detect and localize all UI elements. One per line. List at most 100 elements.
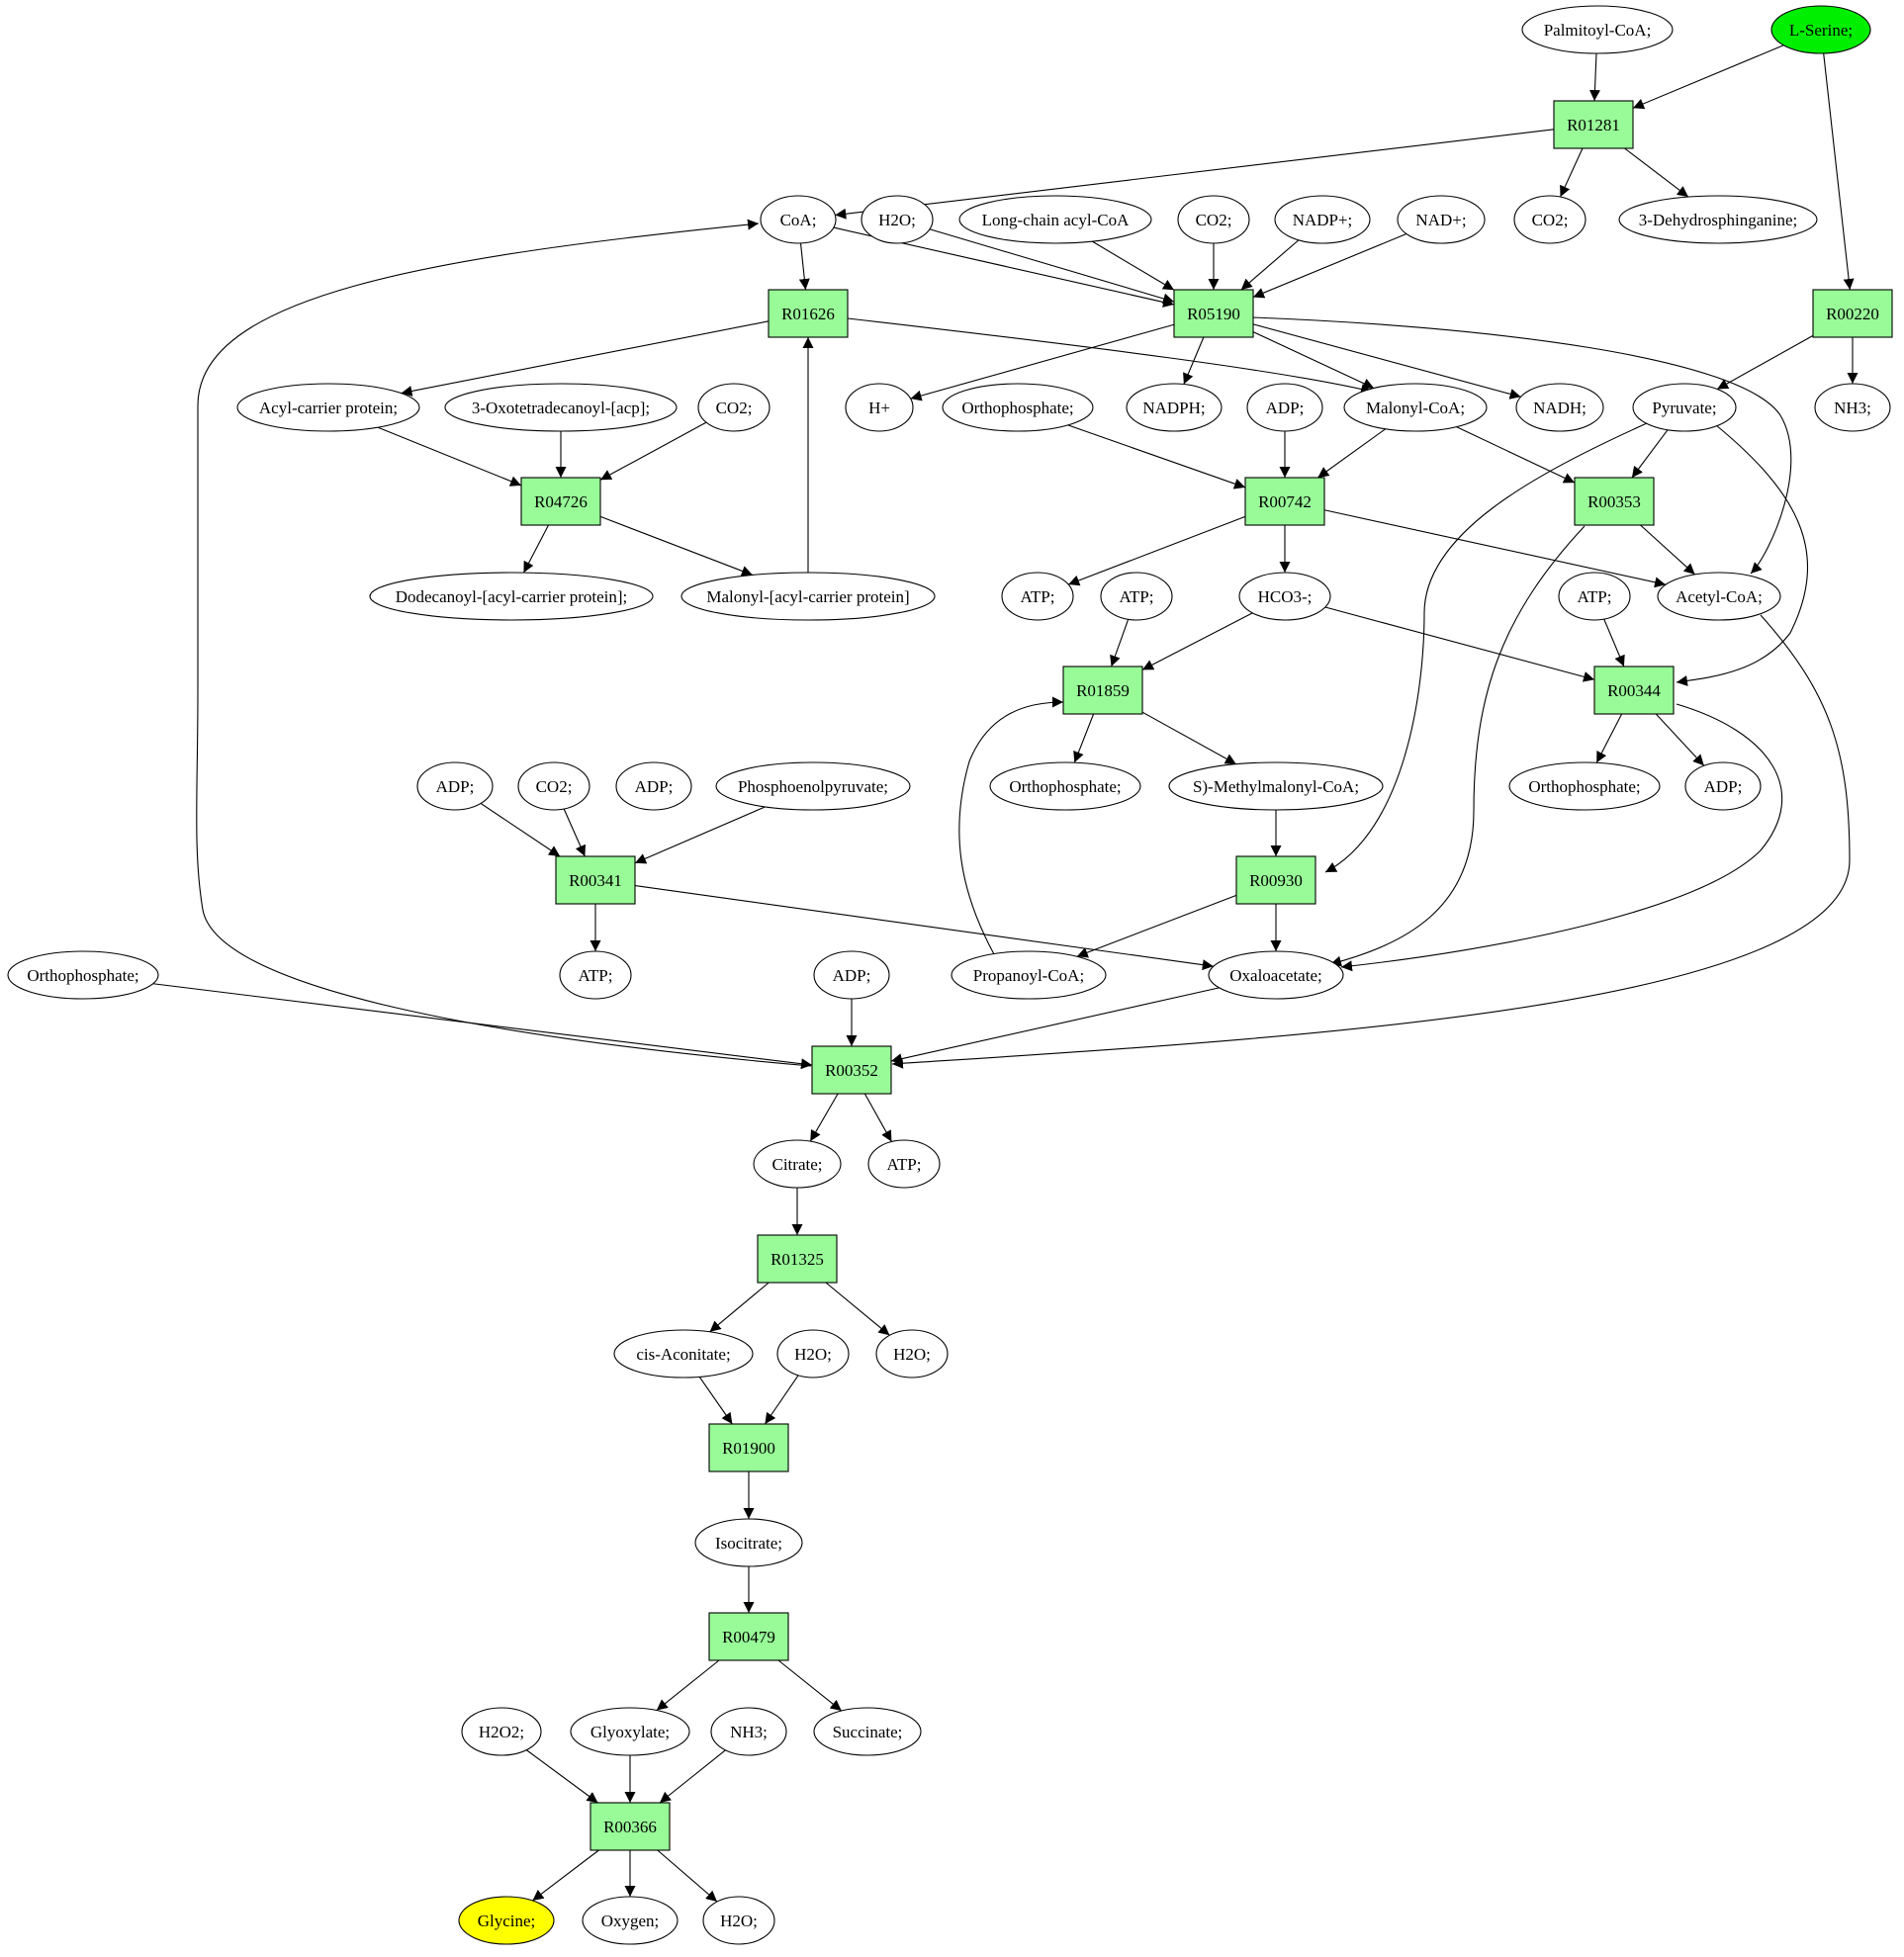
node-label: ADP; [635,777,674,796]
node-label: H2O2; [479,1723,524,1741]
node-lserine: L-Serine; [1770,5,1871,54]
edge-r04726-dodecanoyl [522,524,549,574]
node-orthophos_d: Orthophosphate; [7,950,159,1000]
metabolite-ellipse [1246,383,1323,432]
node-r05190: R05190 [1173,289,1254,338]
node-h2o_d: H2O; [702,1896,775,1945]
reaction-box [1812,289,1893,338]
node-r00220: R00220 [1812,289,1893,338]
edge-malonylcoa-r00353 [1456,426,1576,484]
node-r00742: R00742 [1244,477,1325,526]
node-glycine: Glycine; [458,1896,555,1945]
node-label: R00479 [722,1628,775,1646]
metabolite-ellipse [615,761,692,811]
node-label: ATP; [1578,587,1612,606]
node-label: Palmitoyl-CoA; [1544,21,1652,40]
node-nad: NAD+; [1397,195,1486,244]
node-label: Malonyl-[acyl-carrier protein] [706,587,909,606]
edge-nad-r05190 [1252,232,1407,299]
metabolite-ellipse [776,1329,850,1379]
node-h2o_b: H2O; [776,1329,850,1379]
reaction-box [757,1234,838,1284]
node-atp_d: ATP; [559,950,632,1000]
node-label: ATP; [887,1155,922,1174]
node-label: R00352 [825,1061,878,1080]
reaction-box [708,1423,789,1472]
node-r01281: R01281 [1553,100,1634,149]
node-nadph: NADPH; [1126,383,1223,432]
node-r00930: R00930 [1235,855,1316,905]
node-label: ADP; [436,777,475,796]
edge-r00479-succinate [777,1659,843,1712]
node-label: Acyl-carrier protein; [259,399,398,417]
edge-r01859-orthophos_b [1073,713,1095,763]
node-label: CoA; [780,211,817,229]
edge-hco3-r00344 [1324,606,1595,682]
node-label: L-Serine; [1789,21,1853,40]
edge-malonylcoa-r00742 [1317,428,1387,479]
node-label: Succinate; [833,1723,903,1741]
metabolite-ellipse [875,1329,949,1379]
node-label: CO2; [1196,211,1232,229]
metabolite-ellipse [710,1707,787,1756]
node-citrate: Citrate; [753,1139,842,1189]
node-r04726: R04726 [520,477,601,526]
edge-r05190-acetylcoa [1252,316,1792,575]
node-isocitrate: Isocitrate; [694,1518,803,1567]
reaction-box [1553,100,1634,149]
node-hco3: HCO3-; [1238,572,1331,621]
metabolite-ellipse [1770,5,1871,54]
metabolite-ellipse [1001,572,1074,621]
edge-r01281-coa [835,129,1555,220]
edge-pyruvate-r00930 [1324,422,1648,873]
metabolite-ellipse [236,383,420,432]
node-label: Isocitrate; [715,1534,782,1553]
edge-r01325-cisaconitate [709,1282,770,1333]
node-coa: CoA; [760,195,837,244]
edge-r01325-h2o_c [825,1282,890,1336]
metabolite-ellipse [715,761,911,811]
node-r00366: R00366 [589,1802,671,1851]
node-label: R00220 [1826,305,1879,323]
node-oxaloacetate: Oxaloacetate; [1208,950,1344,1000]
reaction-box [1574,477,1655,526]
node-nh3_a: NH3; [1814,383,1891,432]
node-methylmal: S)-Methylmalonyl-CoA; [1168,761,1384,811]
metabolite-ellipse [1397,195,1486,244]
node-r00344: R00344 [1593,666,1675,715]
metabolite-ellipse [1684,761,1762,811]
edge-atp_c-r00344 [1603,618,1625,667]
node-label: ATP; [1120,587,1154,606]
node-cisaconitate: cis-Aconitate; [613,1329,754,1379]
node-label: Pyruvate; [1652,399,1716,417]
edge-hco3-r01859 [1141,612,1253,670]
metabolite-ellipse [1513,195,1587,244]
node-co2_b: CO2; [1513,195,1587,244]
edge-r05190-malonylcoa [1252,331,1375,389]
node-label: NH3; [730,1723,768,1741]
reaction-box [1173,289,1254,338]
edge-r00742-atp_a [1068,515,1246,586]
node-h2o_c: H2O; [875,1329,949,1379]
reaction-box [1244,477,1325,526]
metabolite-ellipse [7,950,159,1000]
edge-nadp-r05190 [1240,239,1300,291]
edge-coa-r01626 [798,242,810,291]
node-label: R05190 [1187,305,1240,323]
metabolite-ellipse [1618,195,1818,244]
reaction-box [811,1045,892,1095]
node-oxotetra: 3-Oxotetradecanoyl-[acp]; [444,383,678,432]
edge-atp_b-r01859 [1110,619,1130,667]
node-label: R00344 [1607,681,1661,700]
edge-co2_d-r00341 [563,808,586,857]
edge-h2o_a-r05190 [929,228,1175,305]
metabolite-ellipse [461,1707,542,1756]
edge-r00344-adp_d [1655,713,1705,766]
node-label: H2O; [720,1912,758,1930]
node-label: NADH; [1533,399,1587,417]
node-label: Oxygen; [601,1912,660,1930]
node-label: HCO3-; [1258,587,1313,606]
metabolite-ellipse [867,1139,941,1189]
metabolite-ellipse [582,1896,679,1945]
